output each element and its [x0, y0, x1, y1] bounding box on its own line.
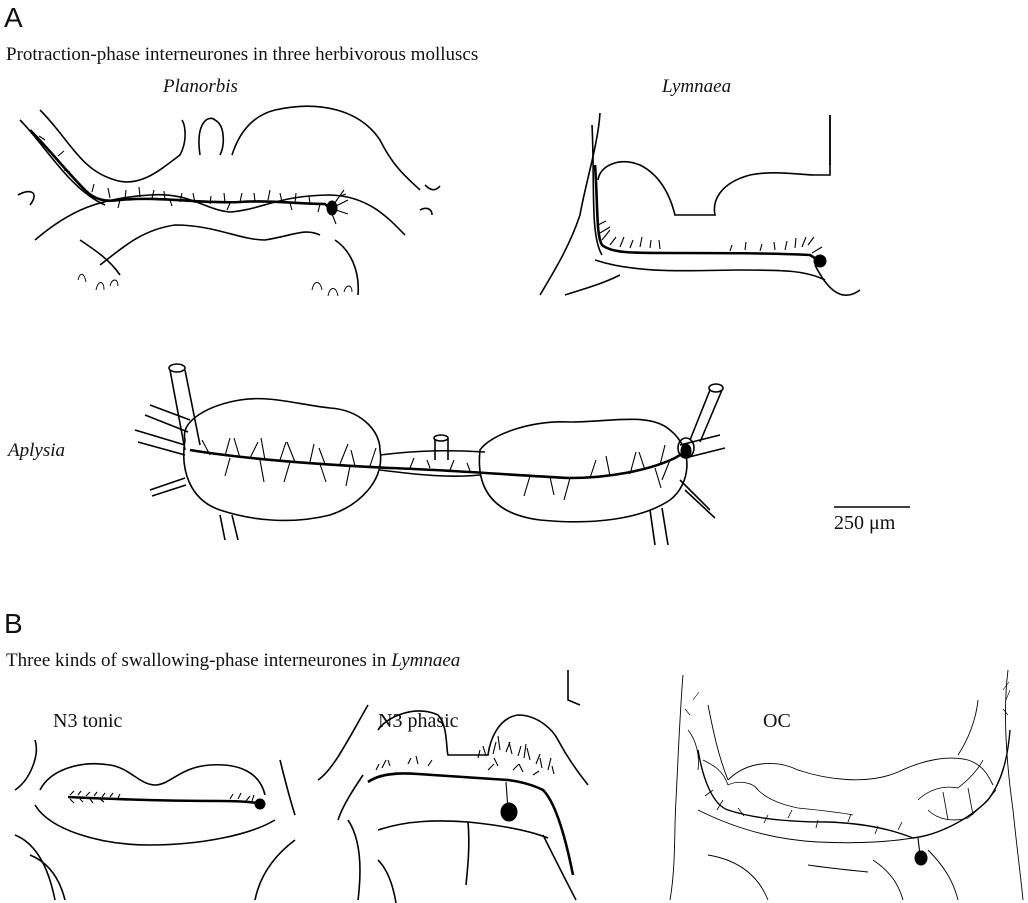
planorbis-neuron-drawing — [0, 100, 450, 310]
n3-phasic-neuron-drawing — [318, 660, 588, 903]
lymnaea-neuron-drawing — [540, 105, 870, 305]
oc-neuron-drawing — [668, 660, 1028, 903]
scale-bar — [834, 504, 910, 510]
planorbis-label: Planorbis — [163, 76, 238, 98]
aplysia-label: Aplysia — [8, 440, 65, 462]
n3-tonic-label: N3 tonic — [53, 710, 122, 733]
panel-a-letter: A — [4, 2, 23, 34]
scale-bar-label: 250 μm — [834, 512, 895, 535]
lymnaea-label: Lymnaea — [662, 76, 731, 98]
n3-tonic-neuron-drawing — [10, 735, 300, 900]
aplysia-neuron-drawing — [130, 350, 750, 550]
panel-a-caption: Protraction-phase interneurones in three… — [6, 44, 478, 66]
panel-b-letter: B — [4, 608, 23, 640]
